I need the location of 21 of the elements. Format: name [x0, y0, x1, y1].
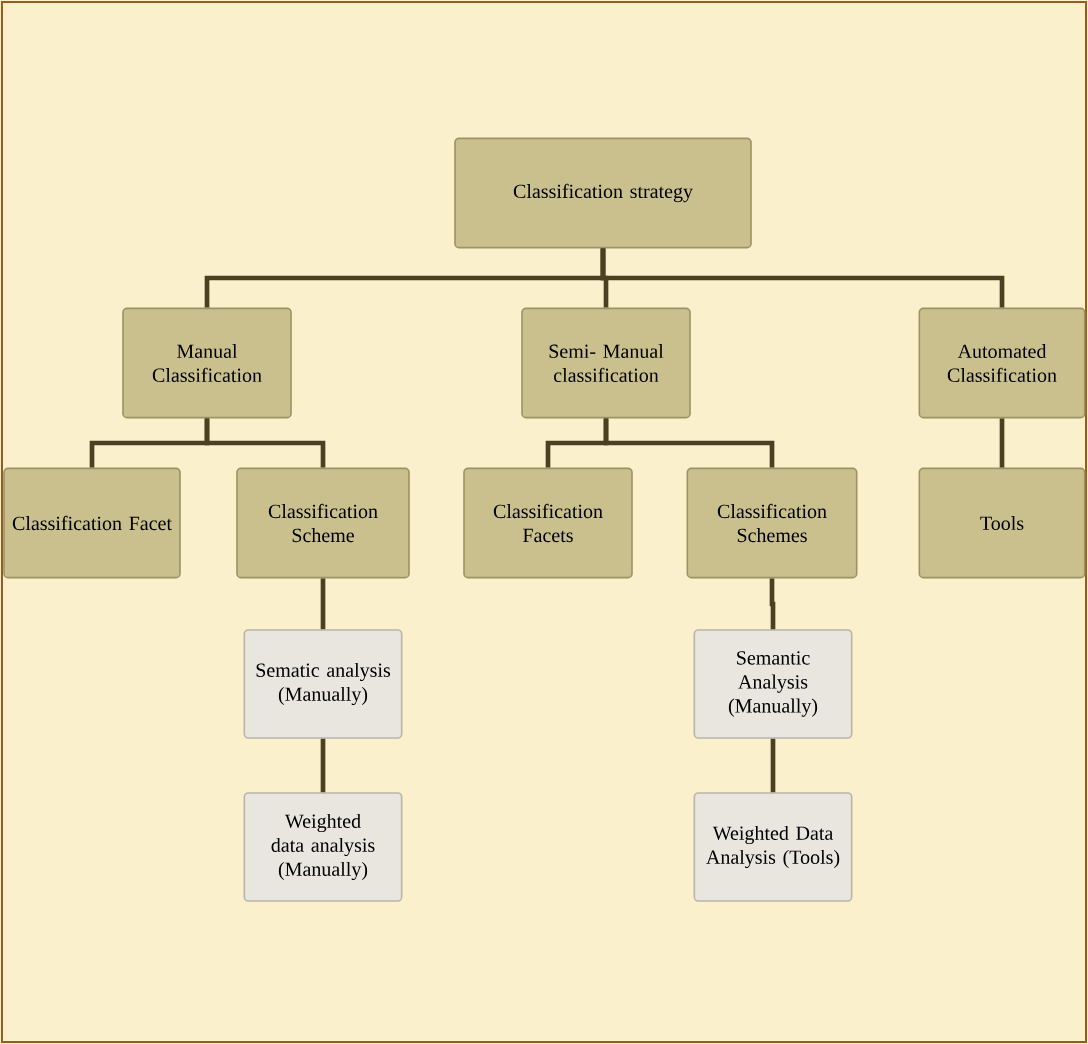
process-box: Weighted data analysis (Manually)	[243, 792, 403, 902]
process-box: Manual Classification	[122, 307, 292, 419]
connector-line	[999, 418, 1005, 468]
process-box: Weighted Data Analysis (Tools)	[693, 792, 853, 902]
connector-line	[204, 418, 326, 468]
process-box: Semi- Manual classification	[521, 307, 691, 419]
process-box: Semantic Analysis (Manually)	[693, 629, 853, 739]
connector-line	[769, 578, 776, 630]
connector-line	[320, 738, 326, 793]
connector-line	[600, 248, 1005, 308]
process-box: Automated Classification	[918, 307, 1086, 419]
connector-line	[320, 578, 326, 630]
process-box: Classification Facets	[463, 467, 633, 579]
process-box: Classification Schemes	[686, 467, 858, 579]
process-box: Classification Scheme	[236, 467, 410, 579]
process-box: Tools	[918, 467, 1086, 579]
connector-line	[603, 418, 775, 468]
process-box: Classification strategy	[454, 137, 752, 249]
process-box: Classification Facet	[3, 467, 181, 579]
process-box: Sematic analysis (Manually)	[243, 629, 403, 739]
connector-line	[770, 738, 776, 793]
